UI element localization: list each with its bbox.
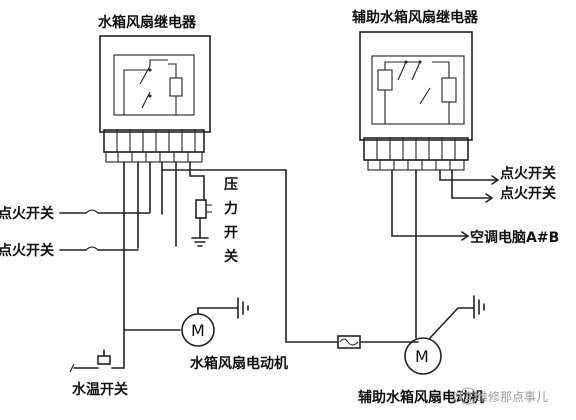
pressure-char-1: 压 [224,177,238,193]
main-motor-symbol: M [191,321,205,340]
ignition-switch-label-1: 点火开关 [0,205,54,222]
water-temp-switch: 水温开关 [69,329,128,398]
water-temp-switch-label: 水温开关 [72,381,128,398]
pressure-char-3: 开 [224,225,238,241]
fan-motor-label: 水箱风扇电动机 [190,355,288,372]
aux-ignition-switch-label-2: 点火开关 [500,185,556,202]
aux-ignition-switch-label-1: 点火开关 [500,165,556,182]
watermark: 汽车维修那点事儿 [452,387,548,405]
main-fan-relay: 水箱风扇继电器 [98,14,211,163]
aux-fan-relay: 辅助水箱风扇继电器 [352,9,479,171]
pressure-switch-label: 压 力 开 关 [224,177,238,265]
aux-fan-motor: M 辅助水箱风扇电动机 [358,295,485,406]
aux-relay-wires [391,169,499,339]
main-relay-wires [59,161,419,349]
aux-fan-motor-label: 辅助水箱风扇电动机 [358,389,484,406]
watermark-text: 汽车维修那点事儿 [452,389,548,404]
aux-motor-symbol: M [415,347,429,366]
ignition-switch-label-2: 点火开关 [0,242,54,259]
main-relay-title: 水箱风扇继电器 [98,14,197,31]
ac-computer-label: 空调电脑A#B [470,229,559,246]
pressure-char-2: 力 [224,200,238,217]
pressure-char-4: 关 [224,248,238,265]
aux-relay-title: 辅助水箱风扇继电器 [352,9,479,26]
main-fan-motor: M 水箱风扇电动机 [181,297,288,372]
